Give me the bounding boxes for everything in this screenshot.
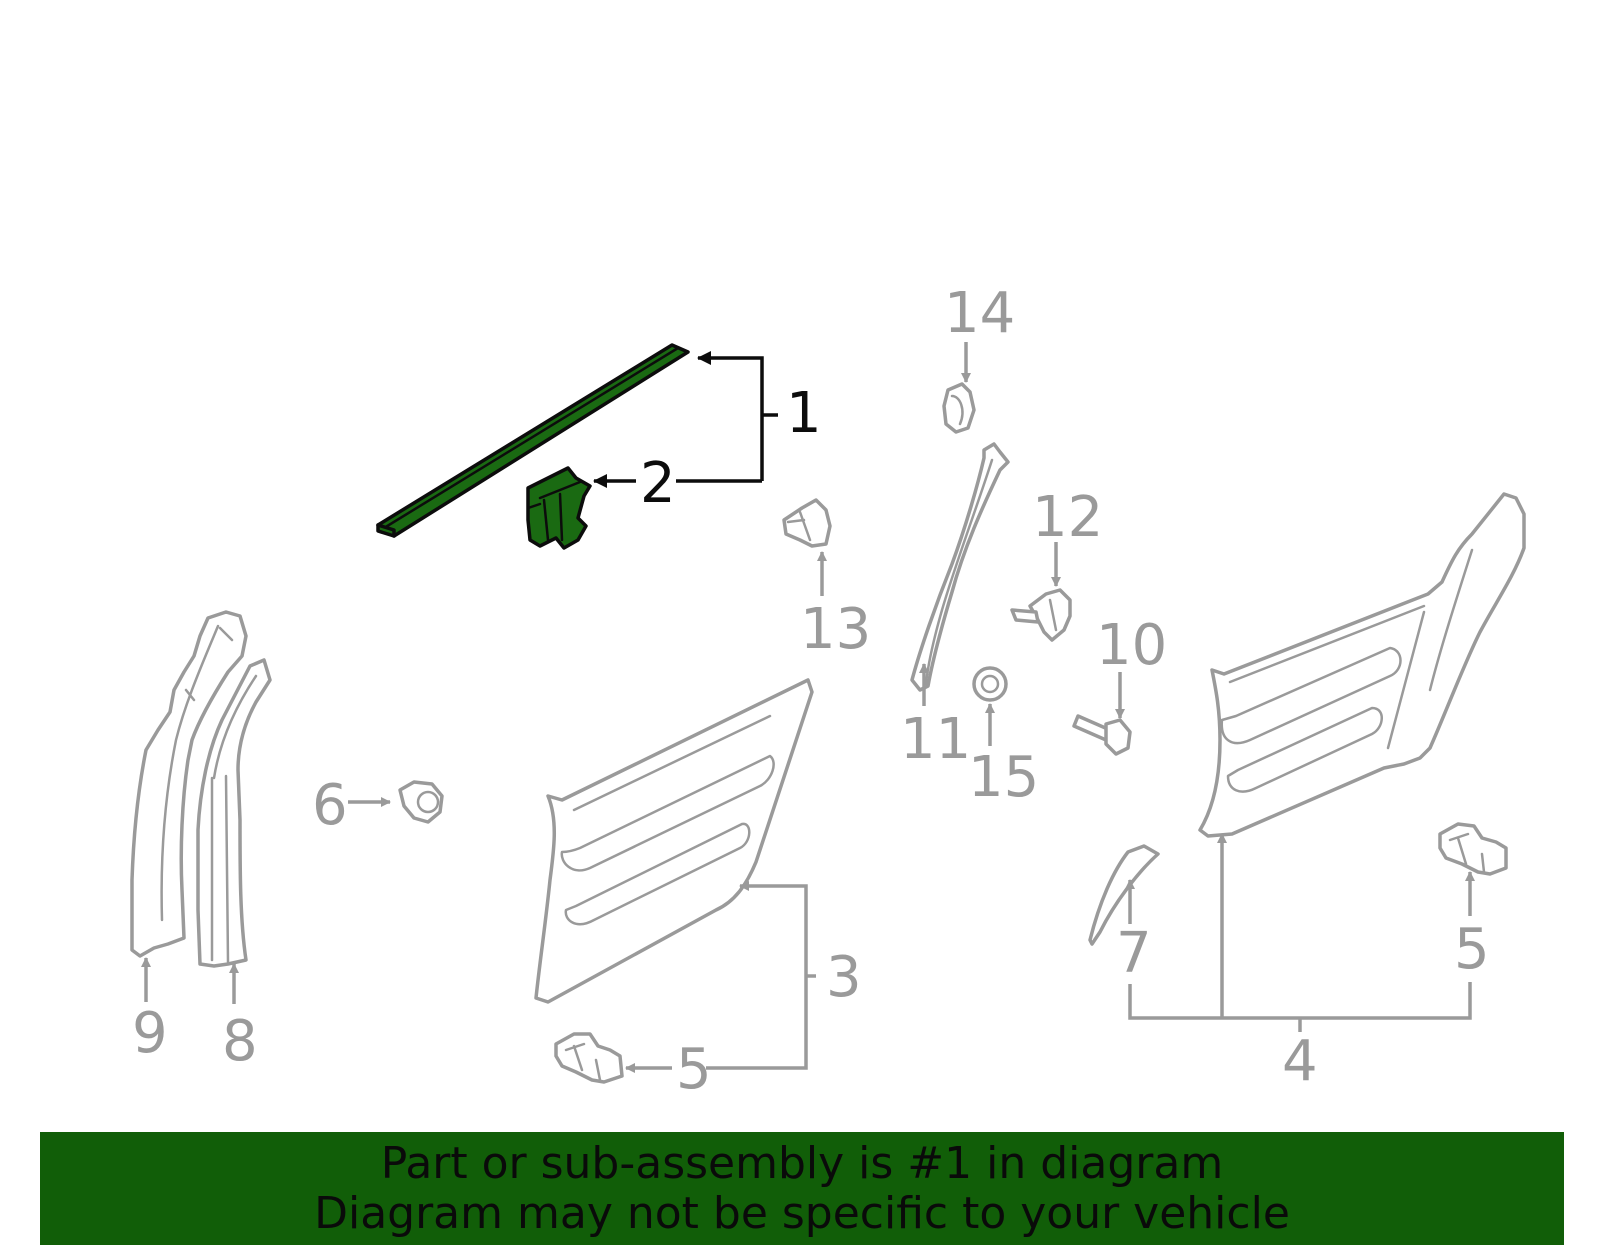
leader-lines bbox=[141, 342, 1475, 1073]
banner-line-1: Part or sub-assembly is #1 in diagram bbox=[380, 1137, 1224, 1189]
part-8-pillar-trim bbox=[196, 658, 272, 968]
part-5-clip-right bbox=[1438, 822, 1508, 876]
part-6-grommet bbox=[398, 780, 444, 824]
leader-lines-highlighted bbox=[593, 351, 778, 488]
part-11-pillar-trim bbox=[910, 442, 1010, 692]
label-5-left: 5 bbox=[676, 1037, 712, 1102]
label-11: 11 bbox=[900, 707, 971, 772]
label-3: 3 bbox=[826, 945, 862, 1010]
part-5-clip-left bbox=[554, 1032, 624, 1084]
label-14: 14 bbox=[944, 281, 1015, 346]
part-13-clip bbox=[782, 498, 832, 548]
label-4: 4 bbox=[1282, 1029, 1318, 1094]
part-1-weatherstrip bbox=[376, 343, 690, 538]
label-6: 6 bbox=[312, 773, 348, 838]
info-banner: Part or sub-assembly is #1 in diagram Di… bbox=[40, 1132, 1564, 1245]
banner-line-2: Diagram may not be specific to your vehi… bbox=[314, 1187, 1290, 1239]
label-12: 12 bbox=[1032, 485, 1103, 550]
part-3-quarter-trim bbox=[534, 678, 814, 1004]
part-15-grommet bbox=[972, 666, 1008, 702]
label-7: 7 bbox=[1116, 921, 1152, 986]
part-2-clip bbox=[526, 466, 592, 550]
label-10: 10 bbox=[1096, 613, 1167, 678]
label-8: 8 bbox=[222, 1009, 258, 1074]
part-4-quarter-trim bbox=[1198, 492, 1526, 838]
part-14-retainer bbox=[942, 382, 976, 434]
label-5-right: 5 bbox=[1454, 917, 1490, 982]
part-labels: 1 2 14 12 13 10 11 15 6 3 9 8 5 7 5 4 bbox=[132, 281, 1490, 1102]
label-1: 1 bbox=[786, 381, 822, 446]
label-2: 2 bbox=[640, 451, 676, 516]
part-9-pillar-trim bbox=[130, 610, 248, 958]
part-12-screw bbox=[1010, 588, 1072, 642]
label-15: 15 bbox=[968, 745, 1039, 810]
part-7-trim bbox=[1088, 844, 1160, 946]
part-10-bolt bbox=[1072, 714, 1132, 756]
label-13: 13 bbox=[800, 597, 871, 662]
label-9: 9 bbox=[132, 1001, 168, 1066]
